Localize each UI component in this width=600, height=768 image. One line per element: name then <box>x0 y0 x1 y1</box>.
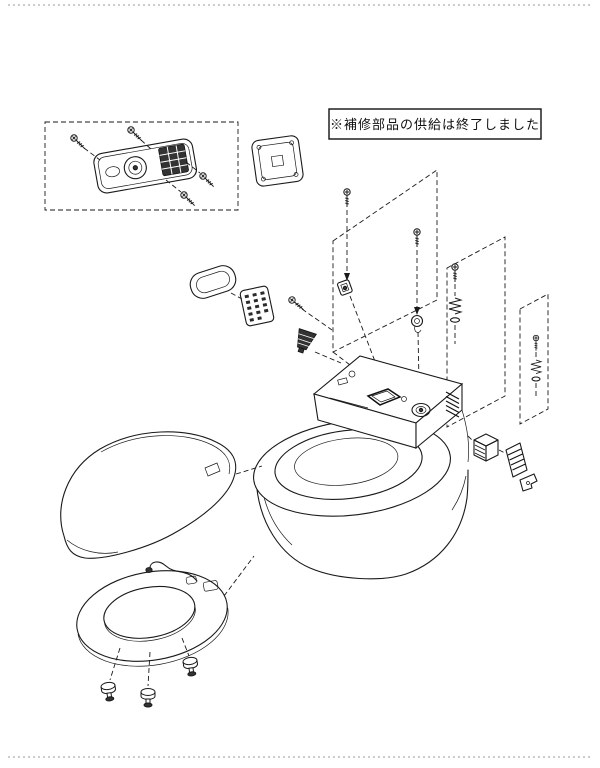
gasket <box>189 265 237 299</box>
remote-keypad <box>158 143 189 177</box>
spray-plate <box>239 285 275 327</box>
discontinued-notice-text: ※補修部品の供給は終了しました <box>330 117 540 132</box>
remote-control-assembly <box>44 121 239 211</box>
discontinued-notice: ※補修部品の供給は終了しました <box>328 108 542 140</box>
nozzle-tip <box>297 328 317 354</box>
small-screw <box>286 294 333 331</box>
connection-cable <box>145 561 198 582</box>
page-edge-marks <box>8 4 592 758</box>
unit-vent-grille <box>445 391 460 418</box>
seat-bumpers <box>100 637 200 708</box>
screw-and-spring-set <box>448 263 462 344</box>
hook-part <box>410 314 424 333</box>
remote-screws <box>68 124 217 209</box>
remote-mount-plate <box>251 135 304 187</box>
side-box <box>467 433 499 462</box>
retainer-clip <box>336 279 353 296</box>
bracket <box>519 473 538 492</box>
toilet-lid <box>60 431 263 559</box>
toilet-seat-ring <box>76 555 255 708</box>
toilet-bowl <box>253 419 469 580</box>
drop-in-screws <box>332 188 424 383</box>
vent-grille <box>498 442 528 478</box>
main-function-unit <box>312 355 470 463</box>
remote-dial <box>123 156 147 180</box>
unit-motor <box>411 402 431 418</box>
notice-border <box>328 108 542 140</box>
unit-opening <box>366 388 402 406</box>
screw-and-spring-set-small <box>530 334 542 397</box>
dashed-exploded-panels <box>332 169 549 428</box>
